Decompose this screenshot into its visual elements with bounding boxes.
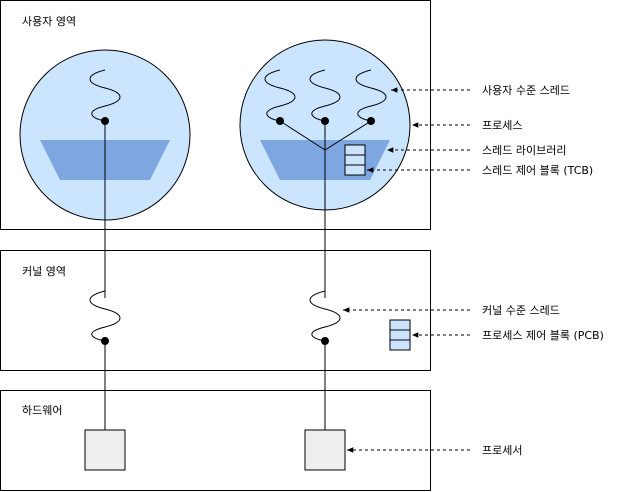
label-user-thread: 사용자 수준 스레드 <box>482 84 570 97</box>
label-tcb: 스레드 제어 블록 (TCB) <box>482 164 593 177</box>
hardware-label: 하드웨어 <box>22 403 62 417</box>
kernel-space-region <box>0 250 431 371</box>
user-thread-dot-2 <box>321 117 329 125</box>
kernel-thread-squiggle-right <box>309 290 341 342</box>
user-thread-squiggle-3 <box>355 69 387 122</box>
label-kernel-thread: 커널 수준 스레드 <box>482 304 560 317</box>
kernel-thread-dot-right <box>321 337 329 345</box>
label-processor: 프로세서 <box>482 444 522 457</box>
kernel-space-label: 커널 영역 <box>22 265 66 278</box>
processor-box-right <box>304 429 346 471</box>
hardware-region <box>0 390 431 491</box>
user-thread-dot-1 <box>276 117 284 125</box>
user-thread-squiggle-2 <box>309 69 341 122</box>
user-space-label: 사용자 영역 <box>22 15 76 28</box>
user-thread-squiggle-1 <box>264 69 296 122</box>
processor-box-left <box>84 429 126 471</box>
user-thread-dot-left <box>101 117 109 125</box>
kernel-thread-dot-left <box>101 337 109 345</box>
label-process: 프로세스 <box>482 119 522 132</box>
label-pcb: 프로세스 제어 블록 (PCB) <box>482 329 604 342</box>
mapping-line-1 <box>279 120 326 151</box>
mapping-line-3 <box>324 120 372 151</box>
label-thread-library: 스레드 라이브러리 <box>482 144 566 157</box>
user-thread-dot-3 <box>367 117 375 125</box>
kernel-thread-squiggle-left <box>89 290 121 342</box>
tcb-block <box>344 144 366 176</box>
pcb-block <box>389 319 411 351</box>
user-thread-squiggle-left <box>89 69 121 122</box>
